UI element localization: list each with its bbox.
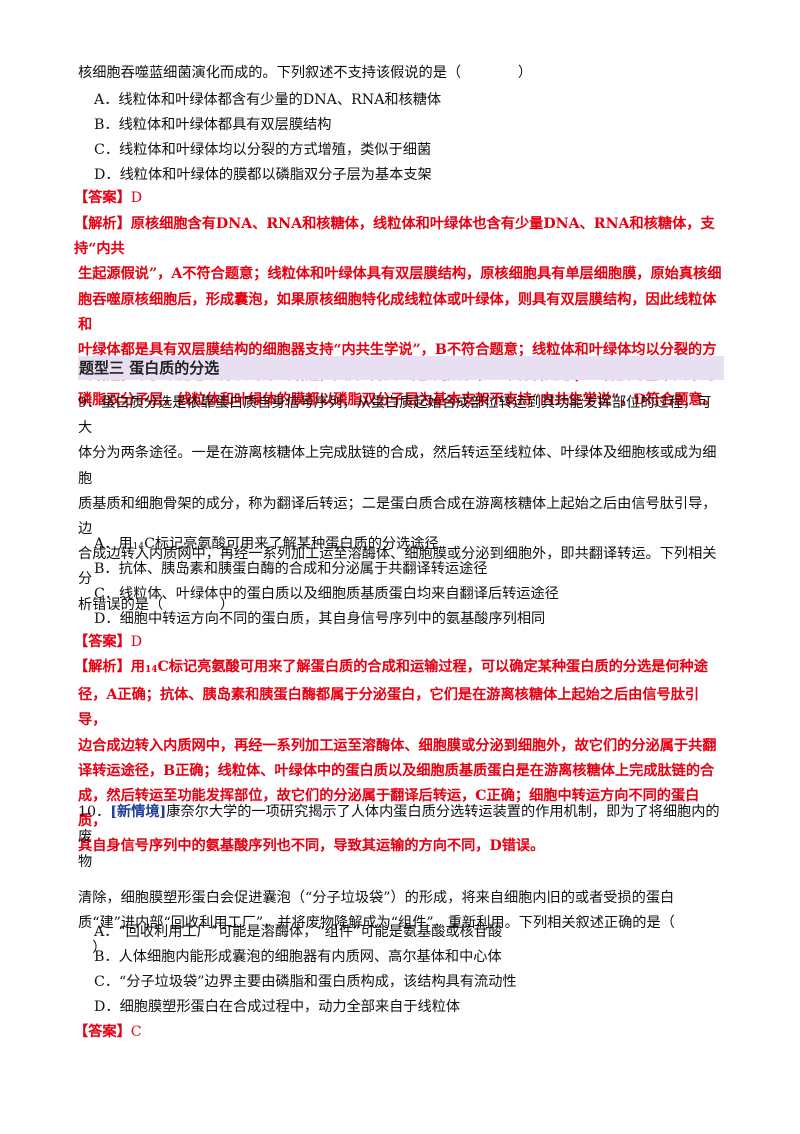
- analysis-line: 译转运途径，B正确；线粒体、叶绿体中的蛋白质以及细胞质基质蛋白是在游离核糖体上完…: [78, 762, 715, 779]
- q10-stem-line: 物: [78, 854, 93, 871]
- option-text: C标记亮氨酸可用来了解某种蛋白质的分选途径: [144, 536, 439, 552]
- q10-option-d: D．细胞膜塑形蛋白在合成过程中，动力全部来自于线粒体: [94, 999, 461, 1015]
- q8-option-a: A．线粒体和叶绿体都含有少量的DNA、RNA和核糖体: [94, 92, 442, 108]
- q9-option-b: B．抗体、胰岛素和胰蛋白酶的合成和分泌属于共翻译转运途径: [94, 561, 488, 577]
- q9-stem-line: 9．蛋白质分选是依靠蛋白质自身信号序列，从蛋白质起始合成部位转运到其功能发挥部位…: [78, 395, 712, 437]
- answer-label: 【答案】: [74, 190, 131, 206]
- q10-stem-line: 康奈尔大学的一项研究揭示了人体内蛋白质分选转运装置的作用机制，即为了将细胞内的废: [78, 804, 720, 846]
- q8-stem: 核细胞吞噬蓝细菌演化而成的。下列叙述不支持该假说的是（ ）: [78, 65, 533, 81]
- q9-stem-line: 体分为两条途径。一是在游离核糖体上完成肽链的合成，然后转运至线粒体、叶绿体及细胞…: [78, 445, 717, 487]
- q8-answer: 【答案】D: [74, 186, 720, 211]
- answer-label: 【答案】: [74, 1024, 131, 1040]
- q9-answer: 【答案】D: [74, 630, 720, 655]
- q9-stem: 9．蛋白质分选是依靠蛋白质自身信号序列，从蛋白质起始合成部位转运到其功能发挥部位…: [78, 391, 724, 618]
- q8-option-d: D．线粒体和叶绿体的膜都以磷脂双分子层为基本支架: [94, 167, 432, 183]
- q9-stem-line: 析错误的是（ ）: [78, 596, 235, 613]
- analysis-line: 成，然后转运至功能发挥部位，故它们的分泌属于翻译后转运，C正确；细胞中转运方向不…: [78, 788, 700, 830]
- analysis-label: 【解析】: [74, 216, 131, 232]
- q10-number: 10．: [78, 804, 111, 820]
- q9-option-c: C．线粒体、叶绿体中的蛋白质以及细胞质基质蛋白均来自翻译后转运途径: [94, 586, 559, 602]
- answer-value: C: [130, 1024, 142, 1040]
- new-context-tag: [新情境]: [110, 804, 167, 820]
- q10-stem-line: 质“建”进内部“回收利用工厂”，并将废物降解成为“组件”，重新利用。下列相关叙述…: [78, 914, 675, 931]
- analysis-line: C标记亮氨酸可用来了解蛋白质的合成和运输过程，可以确定某种蛋白质的分选是何种途: [157, 659, 708, 675]
- analysis-line: 胞吞噬原核细胞后，形成囊泡，如果原核细胞特化成线粒体或叶绿体，则具有双层膜结构，…: [78, 291, 717, 333]
- q10-stem-line: ）: [78, 940, 107, 957]
- section-heading: 题型三 蛋白质的分选: [78, 356, 724, 380]
- q8-option-c: C．线粒体和叶绿体均以分裂的方式增殖，类似于细菌: [94, 142, 432, 158]
- analysis-line: 原核细胞含有DNA、RNA和核糖体，线粒体和叶绿体也含有少量DNA、RNA和核糖…: [74, 216, 715, 258]
- q10-stem: 10．[新情境]康奈尔大学的一项研究揭示了人体内蛋白质分选转运装置的作用机制，即…: [78, 800, 724, 961]
- answer-value: D: [130, 634, 143, 650]
- q9-option-a: A．用14C标记亮氨酸可用来了解某种蛋白质的分选途径: [94, 532, 724, 560]
- q8-option-b: B．线粒体和叶绿体都具有双层膜结构: [94, 117, 332, 133]
- section-title: 题型三 蛋白质的分选: [79, 359, 220, 377]
- q10-answer: 【答案】C: [74, 1020, 720, 1045]
- analysis-line: 磷脂双分子层，线粒体和叶绿体的膜都以磷脂双分子层为基本支架不支持“内共生学说”，…: [78, 392, 717, 409]
- q10-stem-line: 清除，细胞膜塑形蛋白会促进囊泡（“分子垃圾袋”）的形成，将来自细胞内旧的或者受损…: [78, 889, 675, 906]
- analysis-line: 用: [130, 659, 145, 675]
- analysis-line: 边合成边转入内质网中，再经一系列加工运至溶酶体、细胞膜或分泌到细胞外，故它们的分…: [78, 737, 717, 754]
- q9-analysis: 【解析】用14C标记亮氨酸可用来了解蛋白质的合成和运输过程，可以确定某种蛋白质的…: [74, 655, 724, 860]
- q10-option-b: B．人体细胞内能形成囊泡的细胞器有内质网、高尔基体和中心体: [94, 949, 502, 965]
- analysis-line: 生起源假说”，A不符合题意；线粒体和叶绿体具有双层膜结构，原核细胞具有单层细胞膜…: [78, 266, 722, 283]
- q9-stem-line: 质基质和细胞骨架的成分，称为翻译后转运；二是蛋白质合成在游离核糖体上起始之后由信…: [78, 495, 717, 538]
- option-text: A．用: [94, 536, 133, 552]
- answer-label: 【答案】: [74, 634, 131, 650]
- analysis-line: 叶绿体都是具有双层膜结构的细胞器支持“内共生学说”，B不符合题意；线粒体和叶绿体…: [78, 342, 717, 359]
- q8-analysis: 【解析】原核细胞含有DNA、RNA和核糖体，线粒体和叶绿体也含有少量DNA、RN…: [74, 212, 724, 414]
- q9-option-d: D．细胞中转运方向不同的蛋白质，其自身信号序列中的氨基酸序列相同: [94, 611, 546, 627]
- isotope-mass: 14: [132, 542, 145, 552]
- isotope-mass: 14: [144, 665, 158, 675]
- q9-stem-line: 合成边转入内质网中，再经一系列加工运至溶酶体、细胞膜或分泌到细胞外，即共翻译转运…: [78, 546, 717, 588]
- analysis-line: 径，A正确；抗体、胰岛素和胰蛋白酶都属于分泌蛋白，它们是在游离核糖体上起始之后由…: [78, 687, 700, 729]
- q10-option-c: C．“分子垃圾袋”边界主要由磷脂和蛋白质构成，该结构具有流动性: [94, 974, 517, 990]
- analysis-label: 【解析】: [74, 659, 131, 675]
- q10-option-a: A．“回收利用工厂”可能是溶酶体，“组件”可能是氨基酸或核苷酸: [94, 924, 503, 940]
- answer-value: D: [130, 190, 143, 206]
- analysis-line: 其自身信号序列中的氨基酸序列也不同，导致其运输的方向不同，D错误。: [78, 838, 545, 855]
